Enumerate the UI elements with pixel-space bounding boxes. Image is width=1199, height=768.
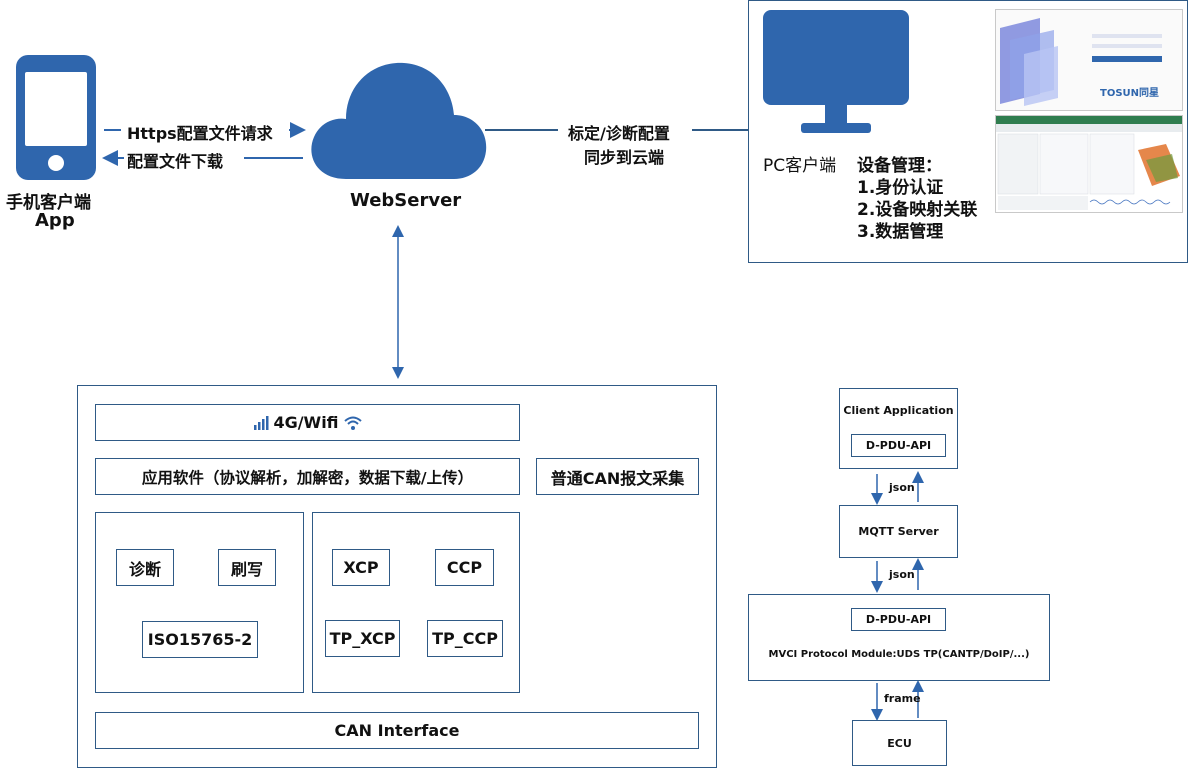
iso-label: ISO15765-2 (147, 630, 253, 649)
calibration-group: XCP CCP TP_XCP TP_CCP (312, 512, 520, 693)
wifi-label: 4G/Wifi (273, 413, 339, 432)
tp-xcp-label: TP_XCP (329, 629, 396, 648)
can-capture-label: 普通CAN报文采集 (550, 468, 685, 488)
json-label-1: json (889, 481, 915, 494)
sync-label-line2: 同步到云端 (584, 148, 665, 167)
smartphone-icon (16, 55, 96, 180)
flash-label: 刷写 (230, 559, 263, 579)
software-screenshot-art (996, 116, 1182, 210)
dpdu-api-bottom-box: D-PDU-API (851, 608, 946, 631)
mgmt-title: 设备管理： (857, 156, 942, 176)
can-interface-label: CAN Interface (334, 721, 460, 740)
can-capture-box: 普通CAN报文采集 (536, 458, 699, 495)
json-label-2: json (889, 568, 915, 581)
client-application-label: Client Application (843, 404, 954, 417)
tosun-logo: TOSUN同星 (1100, 88, 1160, 99)
cloud-icon (311, 62, 487, 179)
diagnostic-group: 诊断 刷写 ISO15765-2 (95, 512, 304, 693)
tp-ccp-box: TP_CCP (427, 620, 503, 657)
ecu-box: ECU (852, 720, 947, 766)
mqtt-server-label: MQTT Server (858, 525, 939, 538)
pc-label: PC客户端 (763, 156, 837, 176)
tp-xcp-box: TP_XCP (325, 620, 400, 657)
dpdu-api-top-box: D-PDU-API (851, 434, 946, 457)
xcp-box: XCP (332, 549, 390, 586)
app-software-box: 应用软件（协议解析，加解密，数据下载/上传） (95, 458, 520, 495)
dpdu-api-top-label: D-PDU-API (865, 439, 932, 452)
mvci-label: MVCI Protocol Module:UDS TP(CANTP/DoIP/.… (768, 649, 1030, 660)
diag-box: 诊断 (116, 549, 174, 586)
login-screenshot: TOSUN同星 (995, 9, 1183, 111)
config-download-label: 配置文件下载 (127, 152, 224, 171)
login-screenshot-art (1000, 18, 1162, 106)
sync-label-line1: 标定/诊断配置 (568, 124, 670, 143)
mgmt-item-3: 3.数据管理 (857, 222, 944, 242)
mqtt-server-box: MQTT Server (839, 505, 958, 558)
xcp-label: XCP (343, 558, 379, 577)
webserver-label: WebServer (350, 190, 462, 211)
phone-label-line1: 手机客户端 (6, 193, 91, 213)
pc-client-panel: PC客户端 设备管理： 1.身份认证 2.设备映射关联 3.数据管理 TOSUN… (748, 0, 1188, 263)
wifi-icon (343, 416, 362, 430)
app-software-label: 应用软件（协议解析，加解密，数据下载/上传） (141, 468, 474, 487)
mgmt-item-1: 1.身份认证 (857, 178, 944, 198)
flash-box: 刷写 (218, 549, 276, 586)
phone-label-line2: App (35, 210, 75, 231)
tp-ccp-label: TP_CCP (432, 629, 498, 648)
ccp-label: CCP (446, 558, 483, 577)
mvci-module-box: D-PDU-API MVCI Protocol Module:UDS TP(CA… (748, 594, 1050, 681)
frame-label: frame (884, 692, 921, 705)
ccp-box: CCP (435, 549, 494, 586)
mgmt-item-2: 2.设备映射关联 (857, 200, 978, 220)
wifi-box: 4G/Wifi (95, 404, 520, 441)
diag-label: 诊断 (128, 559, 161, 579)
can-interface-box: CAN Interface (95, 712, 699, 749)
https-request-label: Https配置文件请求 (127, 124, 273, 143)
iso-box: ISO15765-2 (142, 621, 258, 658)
software-screenshot (995, 115, 1183, 213)
ecu-label: ECU (887, 736, 912, 750)
client-application-box: Client Application D-PDU-API (839, 388, 958, 469)
signal-bars-icon (254, 415, 269, 430)
monitor-icon (763, 10, 909, 133)
device-panel: 4G/Wifi 应用软件（协议解析，加解密，数据下载/上传） 普通CAN报文采集… (77, 385, 717, 768)
dpdu-api-bottom-label: D-PDU-API (865, 613, 932, 626)
